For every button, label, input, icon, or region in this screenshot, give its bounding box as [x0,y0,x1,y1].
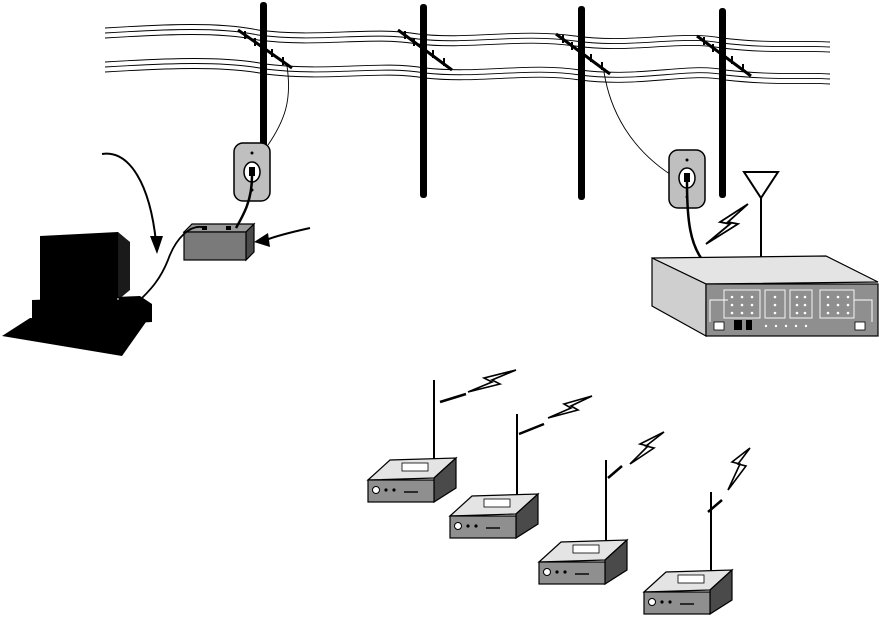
drop-wire [604,72,676,178]
lightning-signal-icon [630,432,664,464]
pointer-arrow [254,228,310,247]
drop-wire [268,66,289,145]
lightning-signal-icon [468,370,516,392]
lightning-signal-icon [728,448,750,490]
remote-radio-unit-icon [368,380,466,502]
lightning-signal-icon [548,396,592,418]
radio-base-station-icon [652,256,878,336]
utility-pole [398,4,452,198]
remote-radio-unit-icon [450,414,544,538]
remote-radio-unit-icon [539,460,627,584]
antenna-icon [744,172,778,258]
phone-jack-left-icon [234,143,270,201]
lightning-signal-icon [706,204,748,244]
remote-radio-unit-icon [644,492,732,614]
modem-box-icon [184,224,254,260]
desktop-computer-icon [2,232,152,356]
